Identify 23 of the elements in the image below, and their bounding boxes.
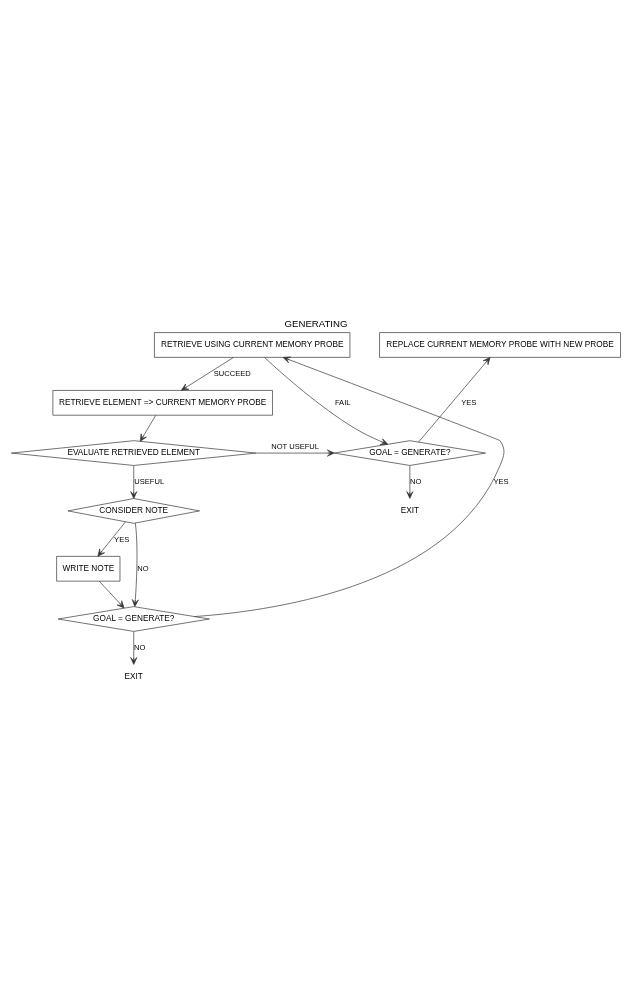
edge-label: NOT USEFUL bbox=[271, 441, 320, 451]
arrow bbox=[255, 449, 335, 457]
edge-label: NO bbox=[133, 642, 146, 652]
edge-label: YES bbox=[114, 534, 130, 544]
arrow bbox=[418, 357, 491, 443]
arrow bbox=[264, 357, 389, 445]
edge-label: FAIL bbox=[334, 397, 351, 407]
edge-label: SUCCEED bbox=[213, 368, 251, 378]
arrow bbox=[98, 580, 125, 609]
arrow bbox=[181, 357, 234, 391]
edge-label: NO bbox=[137, 563, 149, 573]
arrow bbox=[130, 631, 138, 665]
diagram-title: GENERATING bbox=[284, 318, 348, 330]
arrow bbox=[131, 522, 139, 607]
edge-label: YES bbox=[493, 476, 509, 486]
edge-label: USEFUL bbox=[134, 476, 165, 486]
arrow bbox=[406, 465, 414, 499]
arrow bbox=[194, 356, 505, 617]
arrow bbox=[97, 521, 126, 557]
arrow bbox=[139, 415, 156, 442]
edge-label: NO bbox=[410, 476, 422, 486]
edge-label: YES bbox=[461, 397, 477, 407]
arrow bbox=[130, 465, 138, 499]
